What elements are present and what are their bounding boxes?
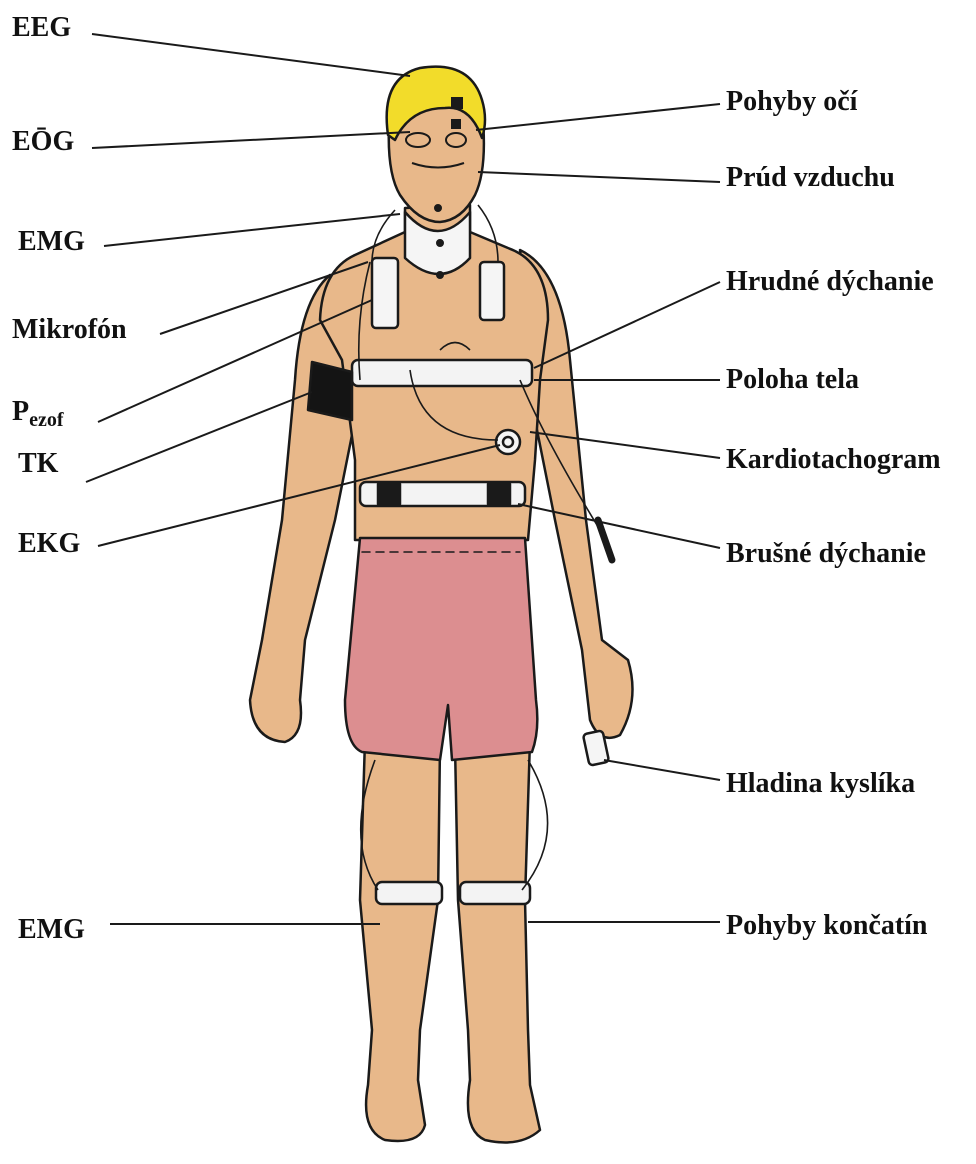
label-kardiotachogram: Kardiotachogram — [726, 446, 941, 474]
left-leg-strap — [376, 882, 442, 904]
label-prud-vzduchu: Prúd vzduchu — [726, 164, 895, 192]
label-ekg: EKG — [18, 530, 80, 558]
label-poloha-tela: Poloha tela — [726, 366, 859, 394]
chest-belt — [352, 360, 532, 386]
label-hladina-kyslika: Hladina kyslíka — [726, 770, 915, 798]
label-mikrofon: Mikrofón — [12, 316, 127, 344]
ecg-electrode — [496, 430, 520, 454]
label-pezof-sub: ezof — [29, 409, 63, 431]
label-pezof-main: P — [12, 396, 29, 427]
label-hrudne-dychanie: Hrudné dýchanie — [726, 268, 934, 296]
right-leg-strap — [460, 882, 530, 904]
right-leg — [455, 740, 540, 1142]
shorts — [345, 538, 537, 760]
label-tk: TK — [18, 450, 58, 478]
left-leg — [360, 740, 440, 1141]
label-pohyby-oci: Pohyby očí — [726, 88, 857, 116]
label-pohyby-koncatin: Pohyby končatín — [726, 912, 928, 940]
label-eog: EŌG — [12, 128, 74, 156]
label-brusne-dychanie: Brušné dýchanie — [726, 540, 926, 568]
label-emg-legs: EMG — [18, 916, 85, 944]
label-pezof: Pezof — [12, 398, 64, 430]
label-eeg: EEG — [12, 14, 71, 42]
label-emg-chin: EMG — [18, 228, 85, 256]
bp-cuff — [308, 362, 352, 420]
